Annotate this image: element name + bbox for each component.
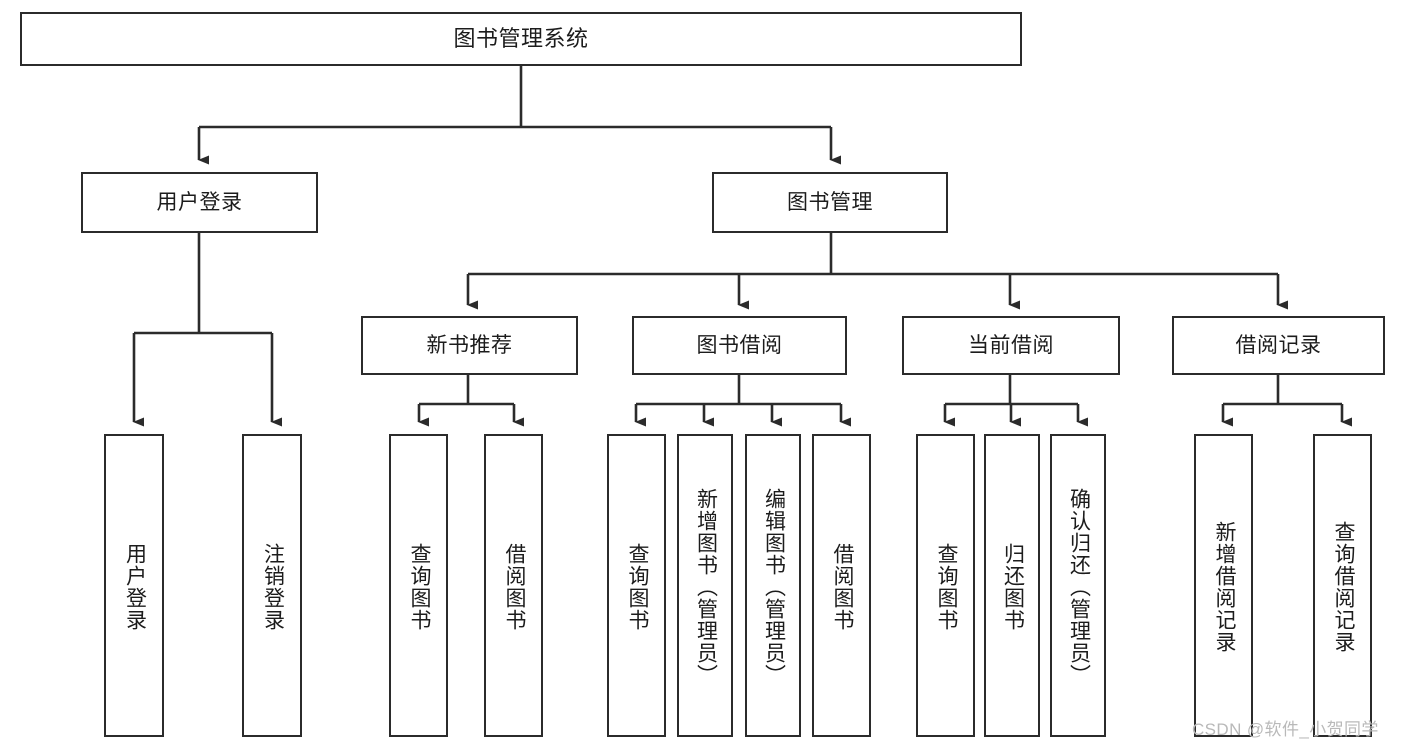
- node-leaf-add-borrow-record[interactable]: 新增借阅记录: [1194, 434, 1253, 737]
- node-leaf-newbook-query-book-label: 查询图书: [407, 542, 431, 631]
- node-leaf-add-book-admin[interactable]: 新增图书（管理员）: [677, 434, 733, 737]
- node-new-book-recommend[interactable]: 新书推荐: [361, 316, 578, 375]
- node-root-label: 图书管理系统: [453, 25, 589, 51]
- node-leaf-logout-label: 注销登录: [261, 542, 285, 631]
- node-leaf-borrow-book[interactable]: 借阅图书: [812, 434, 871, 737]
- node-root[interactable]: 图书管理系统: [20, 12, 1022, 66]
- node-leaf-add-borrow-record-label: 新增借阅记录: [1212, 520, 1236, 653]
- node-leaf-newbook-query-book[interactable]: 查询图书: [389, 434, 448, 737]
- node-leaf-query-borrow-record[interactable]: 查询借阅记录: [1313, 434, 1372, 737]
- node-leaf-edit-book-admin-label: 编辑图书（管理员）: [762, 487, 786, 686]
- node-leaf-return-book-label: 归还图书: [1001, 542, 1025, 631]
- csdn-watermark: CSDN @软件_小贺同学: [1192, 720, 1379, 739]
- node-user-login-label: 用户登录: [156, 190, 243, 214]
- node-leaf-add-book-admin-label: 新增图书（管理员）: [694, 487, 718, 686]
- node-leaf-user-login-label: 用户登录: [123, 542, 147, 631]
- node-leaf-borrow-query-book[interactable]: 查询图书: [607, 434, 666, 737]
- node-borrow-record-label: 借阅记录: [1235, 333, 1322, 357]
- node-leaf-newbook-borrow-book-label: 借阅图书: [502, 542, 526, 631]
- node-leaf-newbook-borrow-book[interactable]: 借阅图书: [484, 434, 543, 737]
- node-leaf-return-book[interactable]: 归还图书: [984, 434, 1040, 737]
- node-leaf-current-query-book-label: 查询图书: [934, 542, 958, 631]
- node-leaf-borrow-book-label: 借阅图书: [830, 542, 854, 631]
- node-book-manage[interactable]: 图书管理: [712, 172, 948, 233]
- node-book-manage-label: 图书管理: [787, 190, 873, 214]
- node-current-borrow[interactable]: 当前借阅: [902, 316, 1120, 375]
- node-book-borrow[interactable]: 图书借阅: [632, 316, 847, 375]
- node-leaf-borrow-query-book-label: 查询图书: [625, 542, 649, 631]
- node-leaf-user-login[interactable]: 用户登录: [104, 434, 164, 737]
- node-book-borrow-label: 图书借阅: [696, 333, 783, 357]
- node-user-login[interactable]: 用户登录: [81, 172, 318, 233]
- node-current-borrow-label: 当前借阅: [968, 333, 1054, 357]
- node-leaf-query-borrow-record-label: 查询借阅记录: [1331, 520, 1355, 653]
- node-leaf-confirm-return-admin-label: 确认归还（管理员）: [1067, 487, 1091, 686]
- node-leaf-current-query-book[interactable]: 查询图书: [916, 434, 975, 737]
- node-new-book-recommend-label: 新书推荐: [426, 333, 513, 357]
- node-leaf-confirm-return-admin[interactable]: 确认归还（管理员）: [1050, 434, 1106, 737]
- node-borrow-record[interactable]: 借阅记录: [1172, 316, 1385, 375]
- node-leaf-edit-book-admin[interactable]: 编辑图书（管理员）: [745, 434, 801, 737]
- node-leaf-logout[interactable]: 注销登录: [242, 434, 302, 737]
